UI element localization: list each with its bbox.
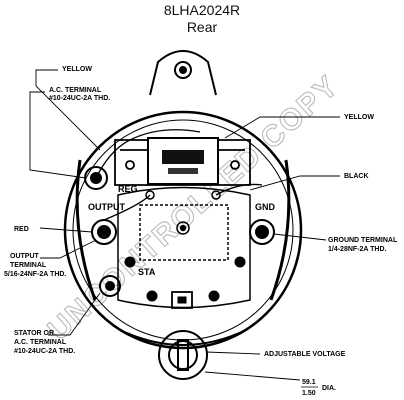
callout-dia-value-2: 1.50 [302,390,316,397]
callout-dia-value-1: 59.1 [302,379,316,386]
view-subtitle: Rear [186,19,218,35]
callout-ground-1: GROUND TERMINAL [328,237,398,244]
callout-ground-2: 1/4-28NF-2A THD. [328,246,387,253]
gnd-mark: GND [255,202,276,212]
reg-mark: REG [118,184,138,194]
callout-dia-label: DIA. [322,385,336,392]
callout-yellow-top-left: YELLOW [62,66,92,73]
wires [95,129,263,221]
callout-stator-3: #10-24UC-2A THD. [14,348,75,355]
leader-lines [29,69,340,381]
callout-ac-terminal-1-thread: #10-24UC-2A THD. [49,95,110,102]
callout-yellow-right: YELLOW [344,114,374,121]
callout-black: BLACK [344,173,369,180]
model-title: 8LHA2024R [163,2,241,18]
terminal-panel [117,186,251,309]
callout-stator-1: STATOR OR [14,330,54,337]
callout-stator-2: A.C. TERMINAL [14,339,67,346]
center-terminal [145,190,221,235]
callout-output-1: OUTPUT [10,253,40,260]
stator-terminal [99,275,121,297]
callout-output-2: TERMINAL [10,262,47,269]
adjustable-voltage-boss [158,330,208,380]
mounting-ear [149,50,217,96]
vent-holes [124,256,246,309]
output-mark: OUTPUT [88,202,126,212]
regulator-plate [147,137,219,185]
sta-mark: STA [138,267,156,277]
callout-red: RED [14,226,29,233]
callout-output-3: 5/16-24NF-2A THD. [4,271,66,278]
ground-terminal [249,219,275,245]
callout-ac-terminal-1: A.C. TERMINAL [49,87,102,94]
callout-adjustable-voltage: ADJUSTABLE VOLTAGE [264,351,346,358]
